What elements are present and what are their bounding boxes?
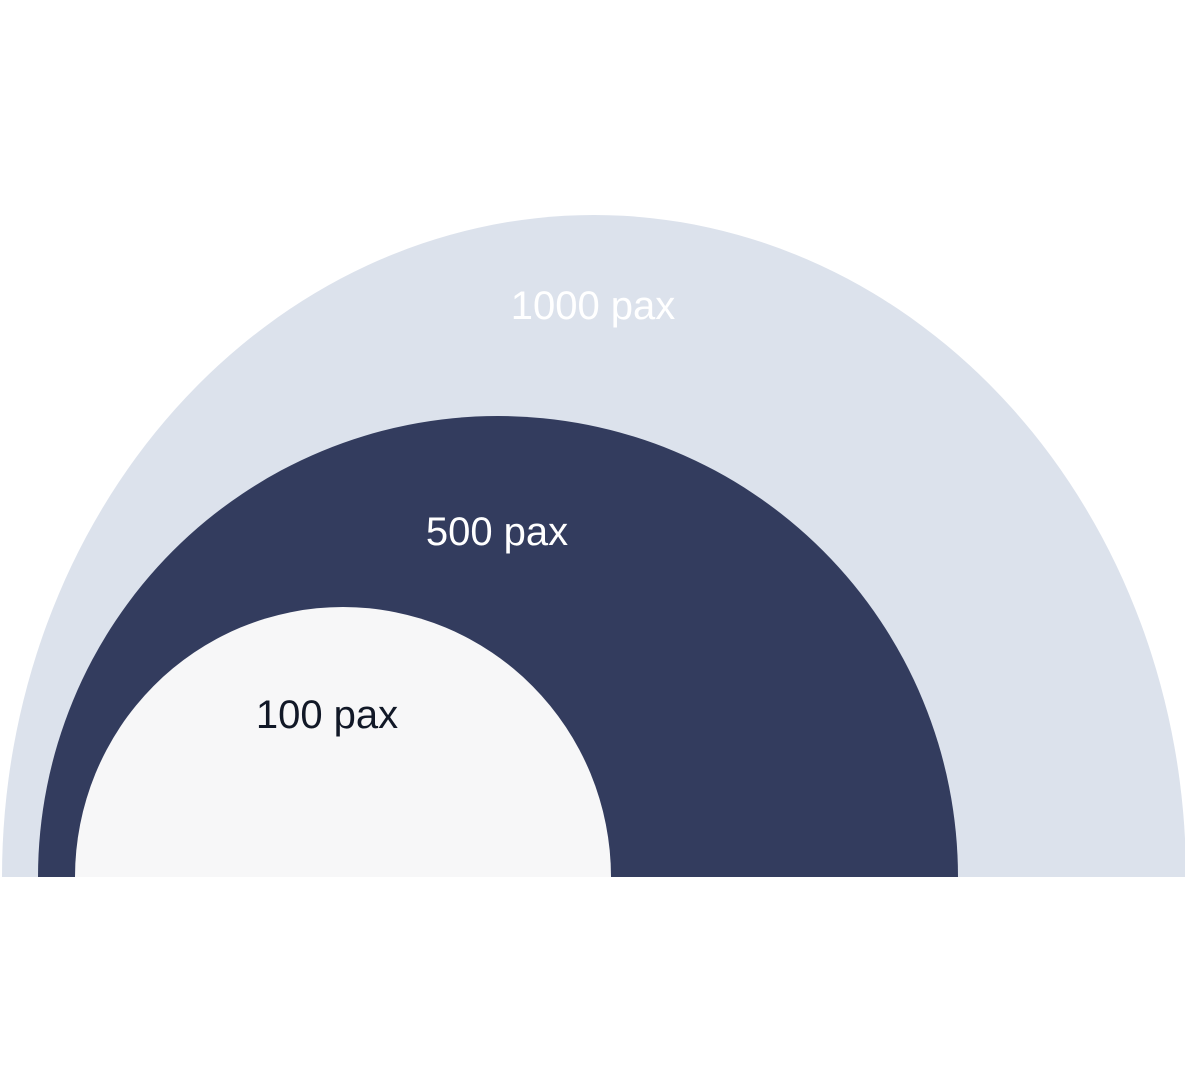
ring-label-500-pax: 500 pax xyxy=(426,510,568,554)
ring-100-pax xyxy=(75,607,611,877)
ring-label-1000-pax: 1000 pax xyxy=(511,284,676,328)
ring-label-100-pax: 100 pax xyxy=(256,693,398,737)
